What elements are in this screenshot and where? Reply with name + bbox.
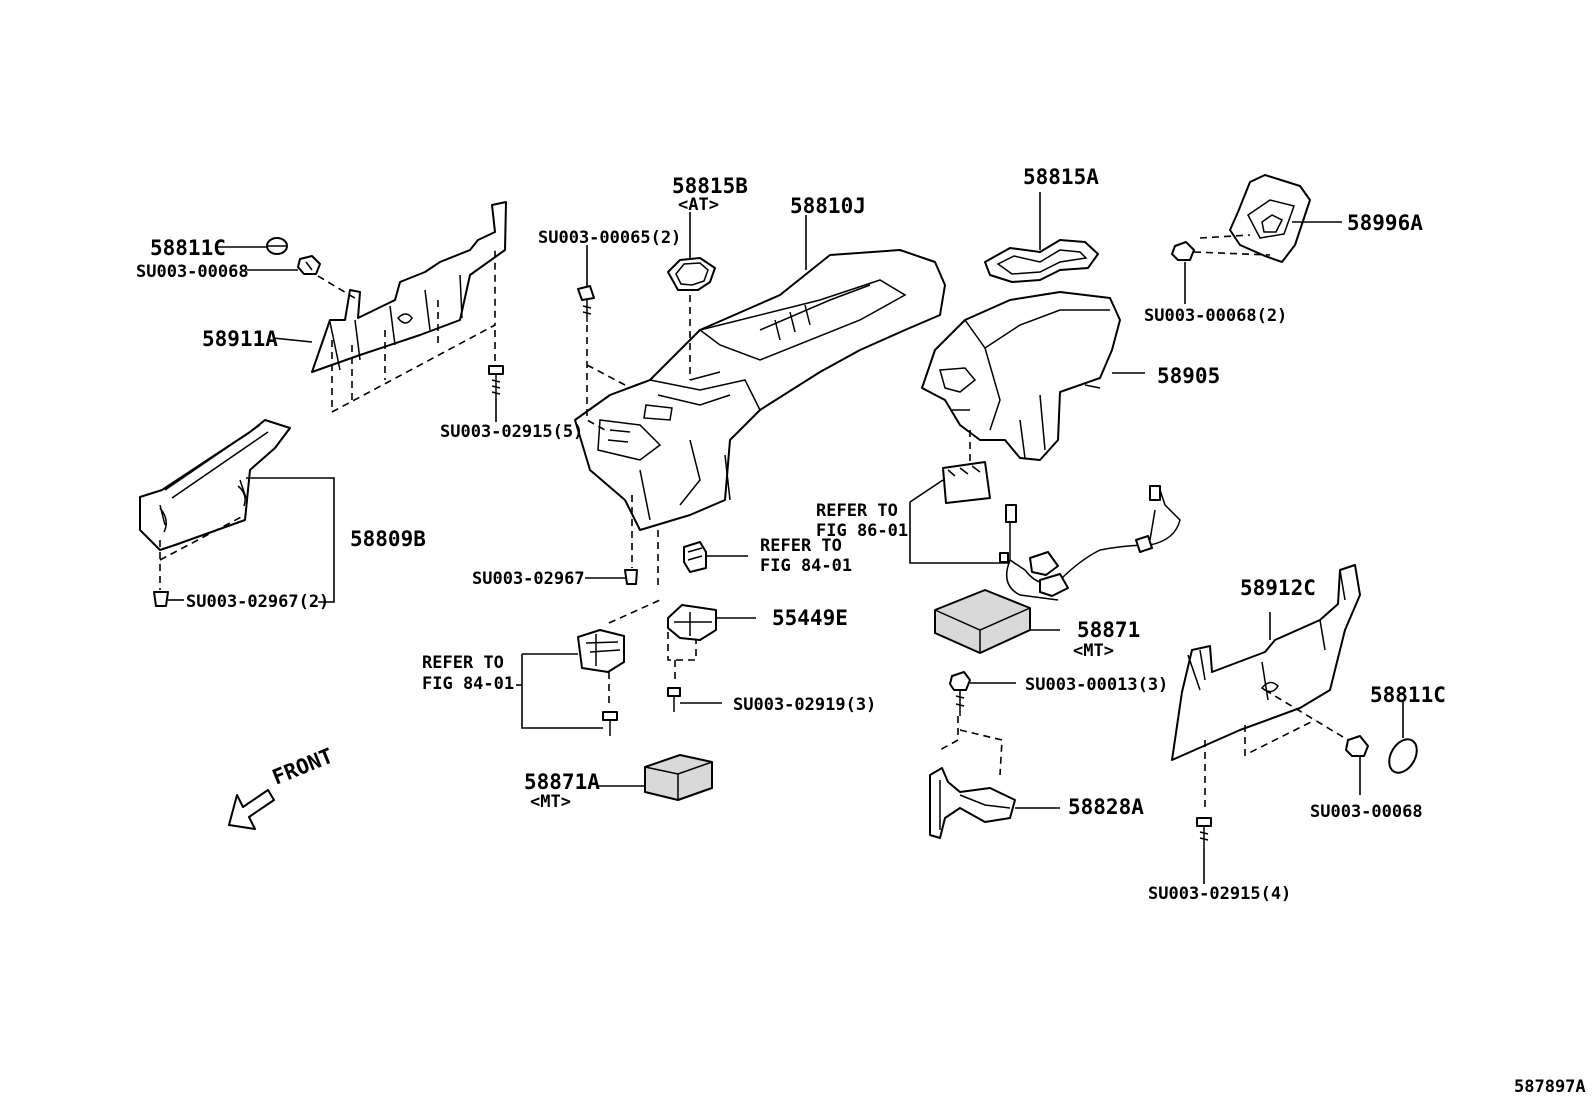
clip-su003-00068-2-drawing xyxy=(1171,241,1195,261)
wire-harness-drawing xyxy=(999,485,1181,601)
screw-lower-switch-drawing xyxy=(602,711,618,736)
part-58871-drawing xyxy=(934,589,1031,654)
label-refer-fig86-01-line1: REFER TO xyxy=(816,501,898,521)
part-58912C-drawing xyxy=(1171,564,1361,761)
label-mt-note-left: <MT> xyxy=(530,792,571,812)
label-58911A: 58911A xyxy=(202,327,278,351)
switch-fig84-01-upper-drawing xyxy=(683,541,707,573)
label-58809B: 58809B xyxy=(350,527,426,551)
switch-fig86-01-drawing xyxy=(942,461,991,504)
clip-su003-00068-left-drawing xyxy=(297,255,321,275)
label-front: FRONT xyxy=(269,744,337,790)
label-su003-00068-left: SU003-00068 xyxy=(136,262,249,282)
label-mt-note-right: <MT> xyxy=(1073,641,1114,661)
label-58996A: 58996A xyxy=(1347,211,1423,235)
label-su003-00068-2: SU003-00068(2) xyxy=(1144,306,1287,326)
part-58911A-drawing xyxy=(311,201,507,373)
front-arrow-icon xyxy=(228,789,275,830)
label-58912C: 58912C xyxy=(1240,576,1316,600)
screw-su003-02919-drawing xyxy=(667,687,681,712)
part-58996A-drawing xyxy=(1229,174,1311,263)
label-refer-fig84-01-lower-line2: FIG 84-01 xyxy=(422,674,514,694)
label-su003-02919-3: SU003-02919(3) xyxy=(733,695,876,715)
label-58811C-right: 58811C xyxy=(1370,683,1446,707)
clip-su003-00068-right-drawing xyxy=(1345,735,1369,757)
label-refer-fig84-01-lower-line1: REFER TO xyxy=(422,653,504,673)
part-58828A-drawing xyxy=(929,767,1016,839)
part-58811C-left-drawing xyxy=(266,237,288,255)
label-refer-fig84-01-upper-line2: FIG 84-01 xyxy=(760,556,852,576)
label-58815B: 58815B xyxy=(672,174,748,198)
label-58828A: 58828A xyxy=(1068,795,1144,819)
label-refer-fig84-01-upper-line1: REFER TO xyxy=(760,536,842,556)
label-58871A: 58871A xyxy=(524,770,600,794)
screw-su003-02915-right-drawing xyxy=(1196,817,1212,848)
part-58815A-drawing xyxy=(984,239,1099,283)
label-su003-00068-right: SU003-00068 xyxy=(1310,802,1423,822)
label-su003-00013-3: SU003-00013(3) xyxy=(1025,675,1168,695)
label-su003-00065-2: SU003-00065(2) xyxy=(538,228,681,248)
part-58905-drawing xyxy=(921,291,1121,461)
part-58811C-right-drawing xyxy=(1388,738,1418,774)
label-at-note: <AT> xyxy=(678,195,719,215)
label-su003-02967-2: SU003-02967(2) xyxy=(186,592,329,612)
label-58810J: 58810J xyxy=(790,194,866,218)
label-58811C-left: 58811C xyxy=(150,236,226,260)
label-58905: 58905 xyxy=(1157,364,1220,388)
label-su003-02915-5: SU003-02915(5) xyxy=(440,422,583,442)
diagram-id-label: 587897A xyxy=(1514,1077,1586,1097)
screw-su003-02915-left-drawing xyxy=(488,365,504,398)
label-refer-fig86-01-line2: FIG 86-01 xyxy=(816,521,908,541)
label-su003-02915-4: SU003-02915(4) xyxy=(1148,884,1291,904)
label-55449E: 55449E xyxy=(772,606,848,630)
clip-su003-02967-left-drawing xyxy=(153,591,169,607)
part-58871A-drawing xyxy=(644,754,713,801)
bolt-su003-00013-drawing xyxy=(949,671,971,716)
part-55449E-drawing xyxy=(667,604,717,641)
screw-su003-00065-drawing xyxy=(577,285,595,322)
label-58871: 58871 xyxy=(1077,618,1140,642)
part-58809B-drawing xyxy=(139,419,291,551)
part-58815B-drawing xyxy=(667,257,716,291)
switch-fig84-01-lower-drawing xyxy=(577,629,625,673)
label-58815A: 58815A xyxy=(1023,165,1099,189)
label-su003-02967: SU003-02967 xyxy=(472,569,585,589)
part-58810J-drawing xyxy=(574,249,946,531)
clip-su003-02967-center-drawing xyxy=(624,569,638,585)
